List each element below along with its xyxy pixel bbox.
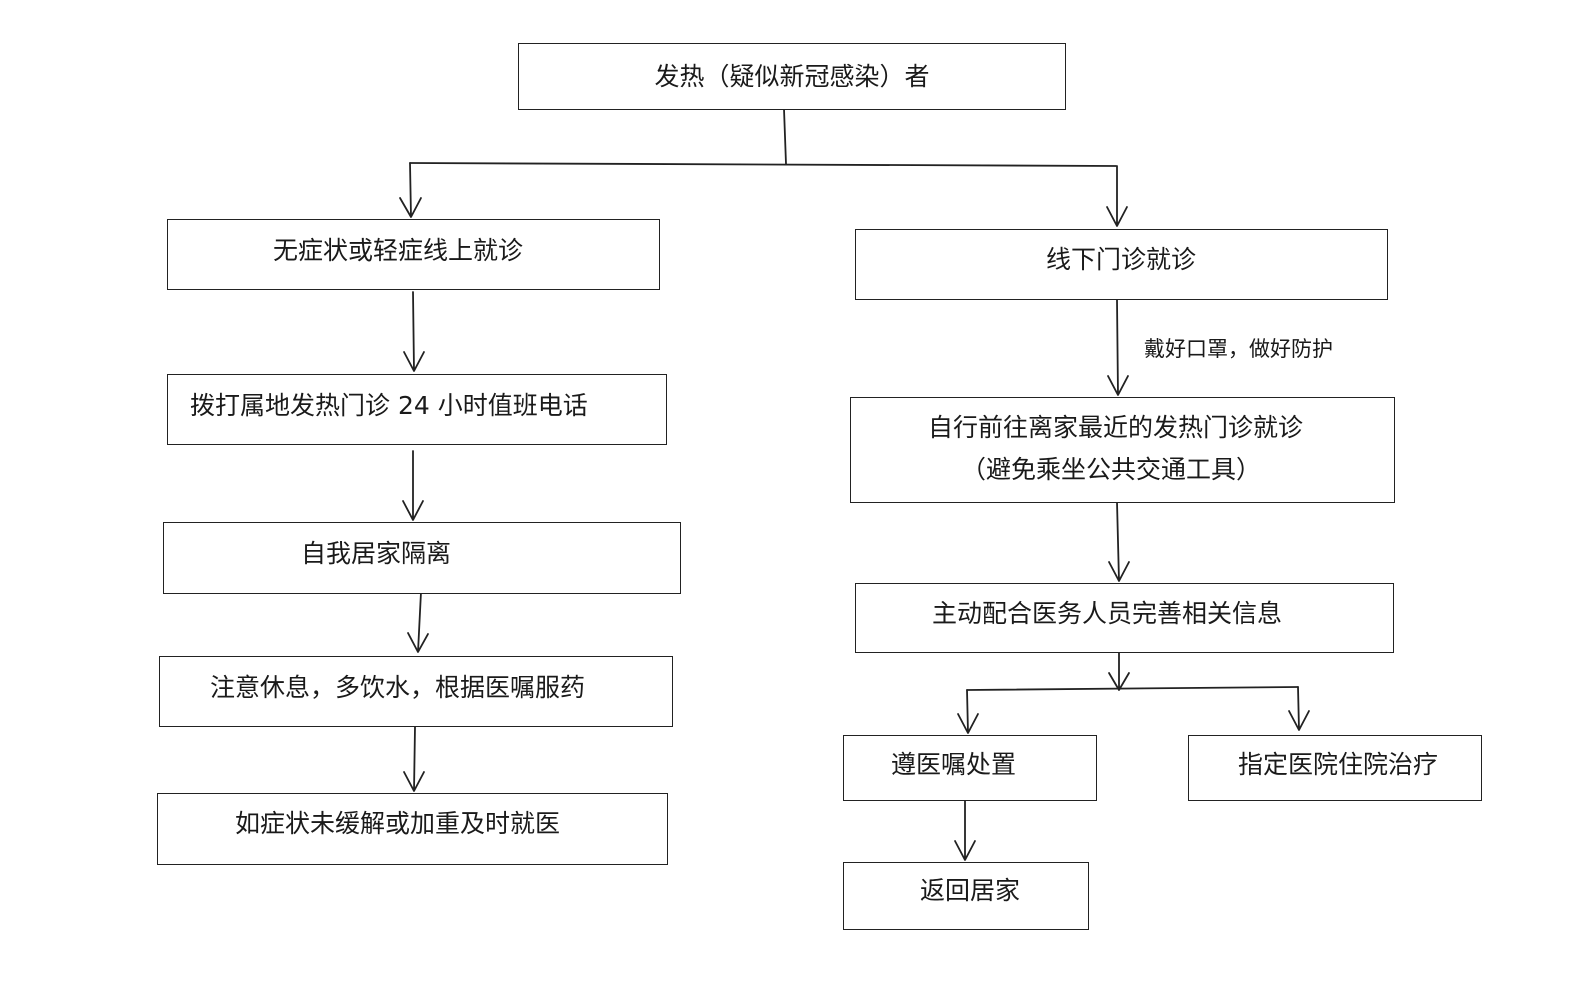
option-a-next-label: 返回居家 (920, 876, 1021, 905)
arrow-left-1-2 (403, 291, 425, 372)
connector-right-split-stem (1108, 649, 1130, 691)
arrow-option-a-next (954, 799, 976, 861)
right-step1-note: 戴好口罩，做好防护 (1144, 337, 1333, 361)
arrow-to-option-b (1288, 686, 1310, 731)
arrow-right-1-2 (1107, 299, 1129, 396)
root-node-label: 发热（疑似新冠感染）者 (654, 61, 930, 91)
left-step4-box: 注意休息，多饮水，根据医嘱服药 (159, 656, 673, 727)
arrow-to-right-step1 (1106, 165, 1128, 227)
right-step1-label: 线下门诊就诊 (1046, 245, 1197, 274)
left-step2-label: 拨打属地发热门诊 24 小时值班电话 (190, 391, 588, 420)
arrow-left-4-5 (403, 726, 425, 792)
left-step3-label: 自我居家隔离 (301, 539, 452, 568)
root-node: 发热（疑似新冠感染）者 (518, 43, 1066, 110)
arrow-right-2-3 (1108, 501, 1130, 582)
option-a-box: 遵医嘱处置 (843, 735, 1097, 801)
left-step2-box: 拨打属地发热门诊 24 小时值班电话 (167, 374, 667, 445)
right-step2-label-line1: 自行前往离家最近的发热门诊就诊 (928, 413, 1304, 442)
left-step5-label: 如症状未缓解或加重及时就医 (235, 809, 561, 838)
arrow-to-option-a (957, 689, 979, 734)
connector-split-bar (409, 162, 1117, 167)
arrow-left-2-3 (402, 450, 424, 521)
arrow-to-left-step1 (399, 162, 422, 218)
left-step3-box: 自我居家隔离 (163, 522, 681, 594)
connector-root-stem (783, 108, 787, 165)
connector-right-split-bar (966, 686, 1299, 691)
right-step3-label: 主动配合医务人员完善相关信息 (932, 599, 1283, 628)
right-step3-box: 主动配合医务人员完善相关信息 (855, 583, 1394, 653)
option-a-next-box: 返回居家 (843, 862, 1089, 930)
option-b-box: 指定医院住院治疗 (1188, 735, 1482, 801)
right-step2-label-line2: （避免乘坐公共交通工具） (961, 455, 1262, 484)
option-a-label: 遵医嘱处置 (891, 750, 1017, 779)
option-b-label: 指定医院住院治疗 (1238, 750, 1439, 779)
right-step2-box: 自行前往离家最近的发热门诊就诊 （避免乘坐公共交通工具） (850, 397, 1395, 503)
left-step4-label: 注意休息，多饮水，根据医嘱服药 (210, 673, 586, 702)
arrow-left-3-4 (407, 591, 429, 653)
left-step5-box: 如症状未缓解或加重及时就医 (157, 793, 668, 865)
right-step1-box: 线下门诊就诊 (855, 229, 1388, 300)
left-step1-box: 无症状或轻症线上就诊 (167, 219, 660, 290)
left-step1-label: 无症状或轻症线上就诊 (273, 236, 524, 265)
